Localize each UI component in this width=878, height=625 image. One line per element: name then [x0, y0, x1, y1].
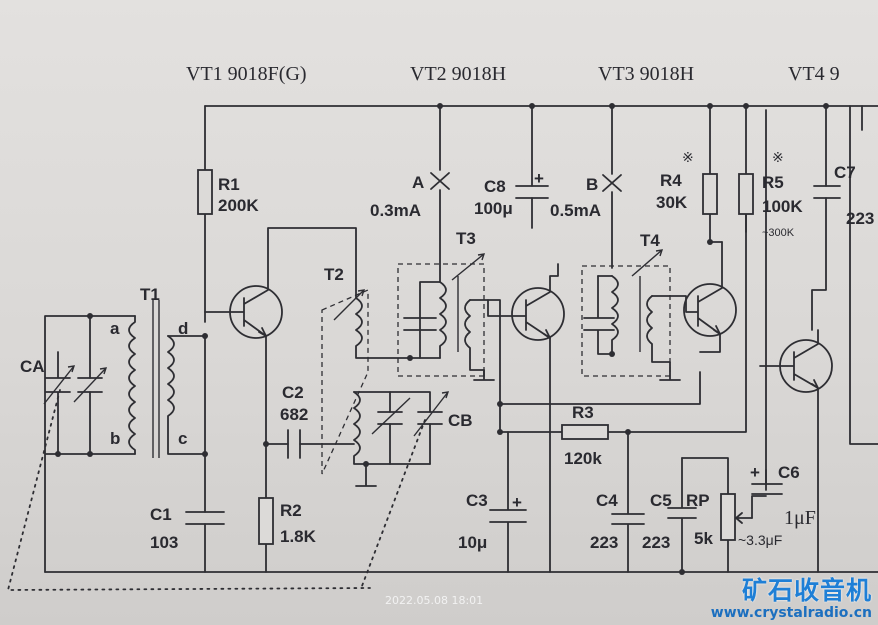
- c5-label: C5: [650, 491, 672, 510]
- r4-label: R4: [660, 171, 682, 190]
- c5-value: 223: [642, 533, 670, 552]
- c6-capacitor: [751, 483, 783, 495]
- tap-a: a: [110, 319, 120, 338]
- logo-title: 矿石收音机: [741, 576, 872, 605]
- c6-value: 1μF: [784, 507, 816, 529]
- c4-label: C4: [596, 491, 618, 510]
- current-b: 0.5mA: [550, 201, 601, 220]
- r1-resistor: [197, 169, 213, 215]
- c8-label: C8: [484, 177, 506, 196]
- c1-label: C1: [150, 505, 172, 524]
- test-point-b: [602, 174, 622, 192]
- photo-timestamp: 2022.05.08 18:01: [385, 594, 483, 607]
- point-a-label: A: [412, 173, 424, 192]
- c4-value: 223: [590, 533, 618, 552]
- c8-plus: +: [534, 169, 544, 188]
- vt1-header: VT1 9018F(G): [186, 63, 307, 85]
- r3-label: R3: [572, 403, 594, 422]
- cb-capacitor: [417, 411, 443, 425]
- t2-label: T2: [324, 265, 344, 284]
- r5-label: R5: [762, 173, 784, 192]
- ca-label: CA: [20, 357, 45, 376]
- t3-label: T3: [456, 229, 476, 248]
- r5-resistor: [738, 173, 754, 215]
- rp-value: 5k: [694, 529, 713, 548]
- vt3-transistor: [683, 283, 737, 337]
- t4-shield-box: [581, 265, 671, 377]
- r4-resistor: [702, 173, 718, 215]
- cb-coil: [353, 391, 431, 465]
- c6-label: C6: [778, 463, 800, 482]
- c6-plus: +: [750, 463, 760, 482]
- dotted-ground-lead: [6, 389, 371, 591]
- r3-value: 120k: [564, 449, 602, 468]
- r2-label: R2: [280, 501, 302, 520]
- c3-label: C3: [466, 491, 488, 510]
- t1-label: T1: [140, 285, 160, 304]
- r1-label: R1: [218, 175, 240, 194]
- c2-value: 682: [280, 405, 308, 424]
- r3-resistor: [561, 424, 609, 440]
- rp-label: RP: [686, 491, 710, 510]
- r2-resistor: [258, 497, 274, 545]
- c1-value: 103: [150, 533, 178, 552]
- test-point-a: [430, 172, 450, 190]
- t2-shield-box: [321, 289, 369, 475]
- t3-coil: [439, 281, 447, 359]
- cb-label: CB: [448, 411, 473, 430]
- t1-secondary-coil: [167, 335, 206, 455]
- tap-b: b: [110, 429, 120, 448]
- c7-capacitor: [813, 185, 841, 199]
- rp-potentiometer: [720, 493, 736, 541]
- c6-range: ~3.3μF: [738, 532, 782, 548]
- r1-value: 200K: [218, 196, 259, 215]
- r4-value: 30K: [656, 193, 688, 212]
- vt2-transistor: [511, 287, 565, 341]
- vt4-header: VT4 9: [788, 63, 840, 85]
- t4-label: T4: [640, 231, 660, 250]
- c7-label: C7: [834, 163, 856, 182]
- point-b-label: B: [586, 175, 598, 194]
- vt3-header: VT3 9018H: [598, 63, 694, 85]
- current-a: 0.3mA: [370, 201, 421, 220]
- c2-label: C2: [282, 383, 304, 402]
- c2-capacitor: [287, 429, 301, 459]
- r4-mark: ※: [682, 149, 694, 165]
- tap-d: d: [178, 319, 188, 338]
- c7-value: 223: [846, 209, 874, 228]
- logo-url: www.crystalradio.cn: [710, 605, 872, 621]
- watermark-logo: 矿石收音机 www.crystalradio.cn: [710, 576, 872, 622]
- c8-value: 100μ: [474, 199, 513, 218]
- r2-value: 1.8K: [280, 527, 317, 546]
- t2-coil: [355, 297, 441, 359]
- c3-value: 10μ: [458, 533, 487, 552]
- r5-range: ~300K: [762, 227, 795, 239]
- t1-primary-coil: [128, 315, 136, 455]
- c8-capacitor: [515, 185, 549, 199]
- vt2-header: VT2 9018H: [410, 63, 506, 85]
- t4-coil: [583, 275, 619, 355]
- c3-plus: +: [512, 493, 522, 512]
- r5-value: 100K: [762, 197, 803, 216]
- r5-mark: ※: [772, 149, 784, 165]
- tap-c: c: [178, 429, 187, 448]
